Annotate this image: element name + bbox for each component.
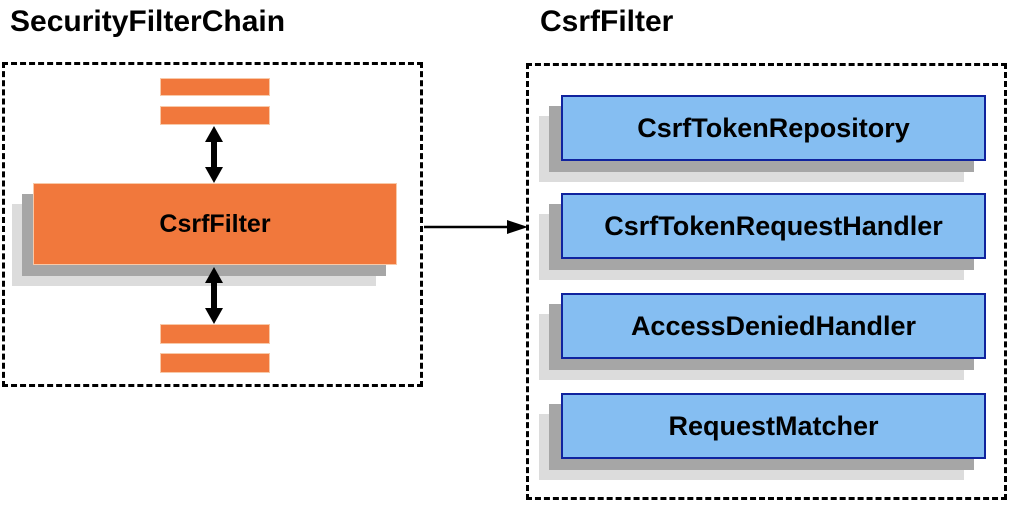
flow-arrow-icon [424, 220, 528, 234]
security-filter-chain-group: CsrfFilter [2, 62, 423, 387]
left-panel-title: SecurityFilterChain [10, 5, 286, 38]
filter-placeholder-bar [160, 106, 270, 125]
csrf-filter-node: CsrfFilter [33, 183, 397, 265]
csrf-token-request-handler-node: CsrfTokenRequestHandler [561, 193, 986, 259]
csrf-token-repository-node: CsrfTokenRepository [561, 95, 986, 161]
component-label: CsrfTokenRepository [637, 112, 910, 143]
filter-placeholder-bar [160, 353, 270, 373]
csrf-filter-group: CsrfTokenRepository CsrfTokenRequestHand… [526, 63, 1007, 500]
bidirectional-arrow-icon [205, 126, 223, 183]
access-denied-handler-node: AccessDeniedHandler [561, 293, 986, 359]
right-panel-title: CsrfFilter [540, 5, 674, 38]
filter-placeholder-bar [160, 78, 270, 96]
filter-placeholder-bar [160, 324, 270, 344]
component-label: RequestMatcher [668, 410, 879, 441]
component-label: CsrfTokenRequestHandler [604, 210, 943, 241]
bidirectional-arrow-icon [205, 267, 223, 324]
component-label: AccessDeniedHandler [630, 310, 917, 341]
csrf-filter-node-label: CsrfFilter [159, 209, 271, 238]
request-matcher-node: RequestMatcher [561, 393, 986, 459]
